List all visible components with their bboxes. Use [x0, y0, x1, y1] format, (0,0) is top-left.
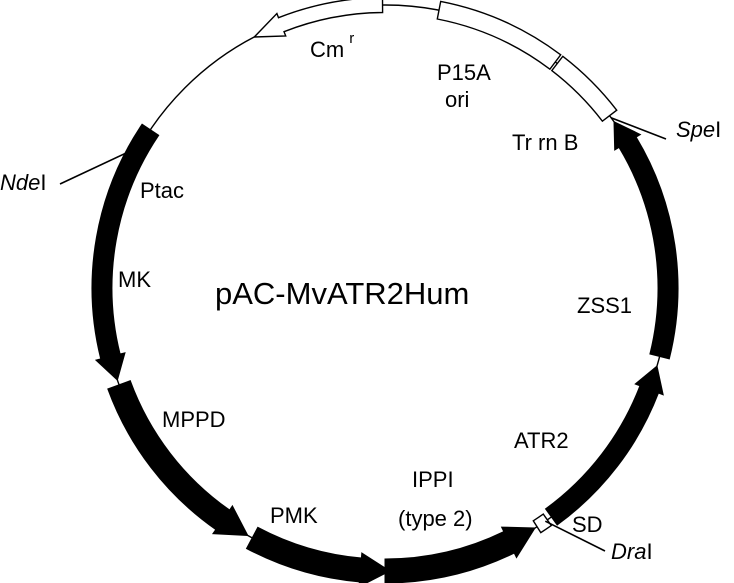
ndei-label: NdeI [0, 170, 46, 195]
zss1-gene-arrow [613, 120, 679, 360]
ndei-site-tick [59, 145, 141, 185]
mppd-label: MPPD [162, 407, 226, 432]
pmk-gene-arrow [245, 526, 391, 583]
spei-site-tick [610, 116, 667, 140]
zss1-label: ZSS1 [577, 293, 632, 318]
p15a-label-line1: P15A [437, 60, 491, 85]
p15a-ori-block [436, 0, 562, 71]
ptac-label: Ptac [140, 178, 184, 203]
sd-site-box [532, 513, 553, 534]
spei-label: SpeI [676, 117, 721, 142]
ippi-label-line2: (type 2) [398, 506, 473, 531]
p15a-label-line2: ori [445, 87, 469, 112]
drai-label: DraI [611, 539, 653, 564]
atr2-label: ATR2 [514, 428, 569, 453]
plasmid-title: pAC-MvATR2Hum [215, 276, 469, 311]
atr2-gene-arrow [544, 365, 664, 526]
mppd-gene-arrow [107, 380, 249, 537]
ippi-gene-arrow [384, 526, 536, 583]
cm-resistance-arrow [252, 0, 384, 38]
pmk-label: PMK [270, 503, 318, 528]
trrnb-terminator-block [550, 55, 618, 123]
mk-gene-arrow [91, 123, 160, 382]
ippi-label-line1: IPPI [412, 467, 454, 492]
drai-site-tick [544, 520, 606, 552]
trrnb-label: Tr rn B [512, 130, 578, 155]
mk-label: MK [118, 267, 151, 292]
sd-label: SD [572, 512, 603, 537]
